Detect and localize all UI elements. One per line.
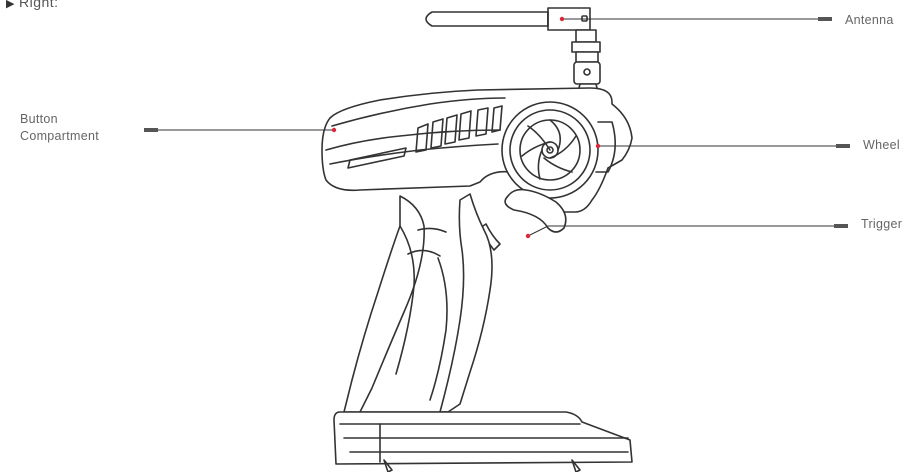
label-antenna: Antenna [845,13,894,27]
wheel-part [501,101,616,199]
callout-wheel [595,143,850,149]
callout-trigger [525,224,848,239]
section-title-text: Right: [18,0,59,10]
callout-button-compartment [144,127,337,133]
label-button-compartment-line1: Button [20,112,58,126]
label-wheel: Wheel [863,138,900,152]
grip-part [343,193,493,413]
callout-antenna [559,16,832,22]
triangle-bullet-icon: ▶ [6,0,15,10]
base-part [333,411,633,472]
antenna-part [425,7,601,93]
label-trigger: Trigger [861,217,903,231]
section-heading: ▶Right: [6,0,59,10]
label-button-compartment-line2: Compartment [20,129,100,143]
label-button-compartment: Button Compartment [20,111,99,145]
